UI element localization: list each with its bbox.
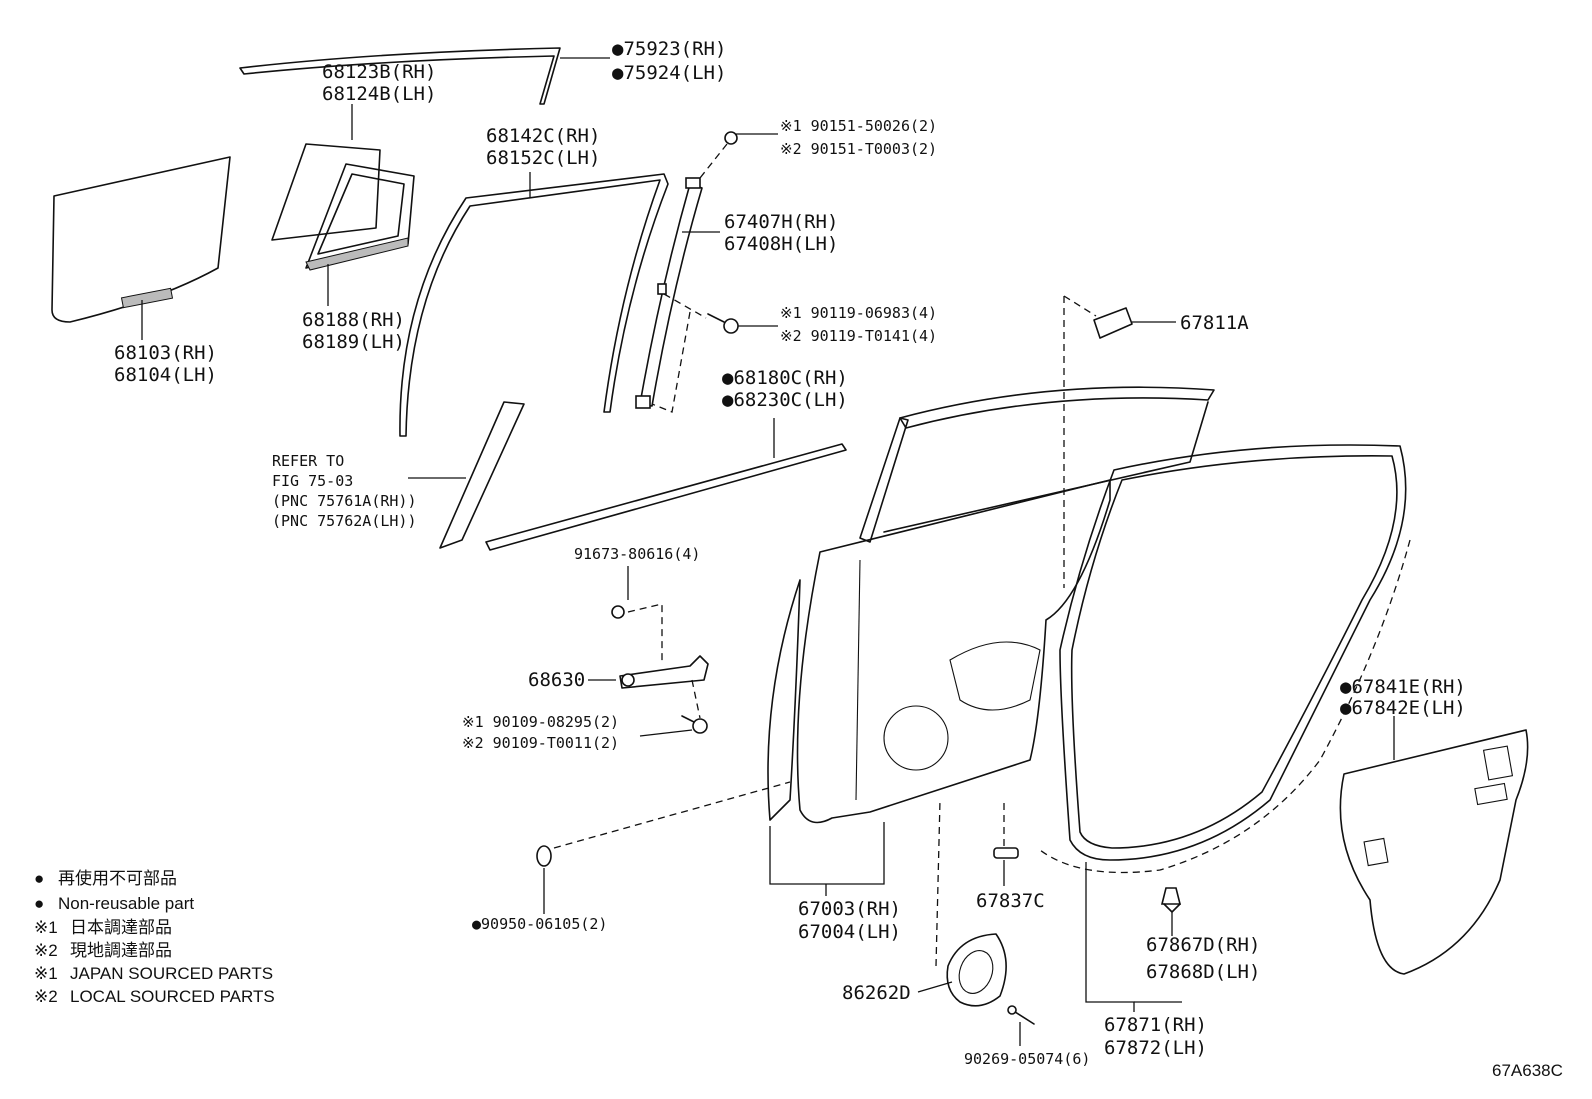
label-67841E[interactable]: ●67841E(RH) (1340, 676, 1466, 698)
label-68124B[interactable]: 68124B(LH) (322, 83, 436, 105)
quarter-frame (305, 163, 415, 271)
label-67837C[interactable]: 67837C (976, 890, 1045, 912)
weatherstrip (1039, 444, 1411, 1012)
belt-moulding (485, 443, 847, 551)
label-67003[interactable]: 67003(RH) (798, 898, 901, 920)
label-68230C[interactable]: ●68230C(LH) (722, 389, 848, 411)
label-90109-08295[interactable]: ※1 90109-08295(2) (462, 713, 619, 731)
clip-67837C (993, 800, 1019, 859)
door-glass (51, 156, 231, 323)
refer-to-line2: FIG 75-03 (272, 472, 353, 490)
legend-non-reusable-en: Non-reusable part (58, 894, 194, 913)
refer-to-line1: REFER TO (272, 452, 344, 470)
label-67811A[interactable]: 67811A (1180, 312, 1249, 334)
diagram-id: 67A638C (1492, 1061, 1563, 1080)
door-frame-moulding (399, 173, 669, 437)
legend-ref2-jp-symbol: ※2 (34, 941, 58, 960)
label-75923[interactable]: ●75923(RH) (612, 38, 726, 60)
legend-local-en: LOCAL SOURCED PARTS (70, 987, 275, 1006)
label-86262D[interactable]: 86262D (842, 982, 911, 1004)
refer-to-line3: (PNC 75761A(RH)) (272, 492, 417, 510)
legend-local-jp: 現地調達部品 (70, 941, 172, 960)
legend: ● 再使用不可部品 ● Non-reusable part ※1 日本調達部品 … (34, 868, 275, 1006)
service-hole-cover (1339, 729, 1529, 975)
label-67868D[interactable]: 67868D(LH) (1146, 961, 1260, 983)
label-68188[interactable]: 68188(RH) (302, 309, 405, 331)
label-90269[interactable]: 90269-05074(6) (964, 1050, 1090, 1068)
label-67867D[interactable]: 67867D(RH) (1146, 934, 1260, 956)
leader-lines (141, 57, 1395, 1046)
label-90119-06983[interactable]: ※1 90119-06983(4) (780, 304, 937, 322)
label-68123B[interactable]: 68123B(RH) (322, 61, 436, 83)
label-67842E[interactable]: ●67842E(LH) (1340, 697, 1466, 719)
label-91673[interactable]: 91673-80616(4) (574, 545, 700, 563)
cushion-block (1063, 295, 1133, 588)
label-68103[interactable]: 68103(RH) (114, 342, 217, 364)
label-75924[interactable]: ●75924(LH) (612, 62, 726, 84)
legend-bullet-2: ● (34, 894, 44, 913)
label-67408H[interactable]: 67408H(LH) (724, 233, 838, 255)
legend-ref1-en-symbol: ※1 (34, 964, 58, 983)
division-bar (635, 177, 703, 409)
label-90950[interactable]: ●90950-06105(2) (472, 915, 607, 933)
label-68104[interactable]: 68104(LH) (114, 364, 217, 386)
upper-moulding-strip (239, 47, 561, 105)
clip-67867D (1160, 887, 1182, 913)
legend-ref1-jp-symbol: ※1 (34, 918, 58, 937)
speaker (935, 799, 1035, 1025)
rear-corner-garnish (439, 401, 525, 549)
label-90151-T0003[interactable]: ※2 90151-T0003(2) (780, 140, 937, 158)
label-68180C[interactable]: ●68180C(RH) (722, 367, 848, 389)
refer-to-line4: (PNC 75762A(LH)) (272, 512, 417, 530)
label-68142C[interactable]: 68142C(RH) (486, 125, 600, 147)
label-68630[interactable]: 68630 (528, 669, 585, 691)
label-67871[interactable]: 67871(RH) (1104, 1014, 1207, 1036)
label-67407H[interactable]: 67407H(RH) (724, 211, 838, 233)
label-90109-T0011[interactable]: ※2 90109-T0011(2) (462, 734, 619, 752)
legend-ref2-en-symbol: ※2 (34, 987, 58, 1006)
hole-plug (536, 781, 791, 867)
legend-non-reusable-jp: 再使用不可部品 (58, 868, 177, 888)
label-67004[interactable]: 67004(LH) (798, 921, 901, 943)
door-check (611, 603, 709, 734)
door-panel (767, 386, 1215, 885)
quarter-glass (271, 143, 381, 241)
part-labels: ●75923(RH) ●75924(LH) 68123B(RH) 68124B(… (114, 38, 1466, 1068)
legend-bullet-1: ● (34, 869, 44, 888)
legend-japan-en: JAPAN SOURCED PARTS (70, 964, 273, 983)
label-68152C[interactable]: 68152C(LH) (486, 147, 600, 169)
label-90119-T0141[interactable]: ※2 90119-T0141(4) (780, 327, 937, 345)
label-90151-50026[interactable]: ※1 90151-50026(2) (780, 117, 937, 135)
screw-90151 (699, 131, 738, 179)
label-67872[interactable]: 67872(LH) (1104, 1037, 1207, 1059)
label-68189[interactable]: 68189(LH) (302, 331, 405, 353)
legend-japan-jp: 日本調達部品 (70, 918, 172, 937)
